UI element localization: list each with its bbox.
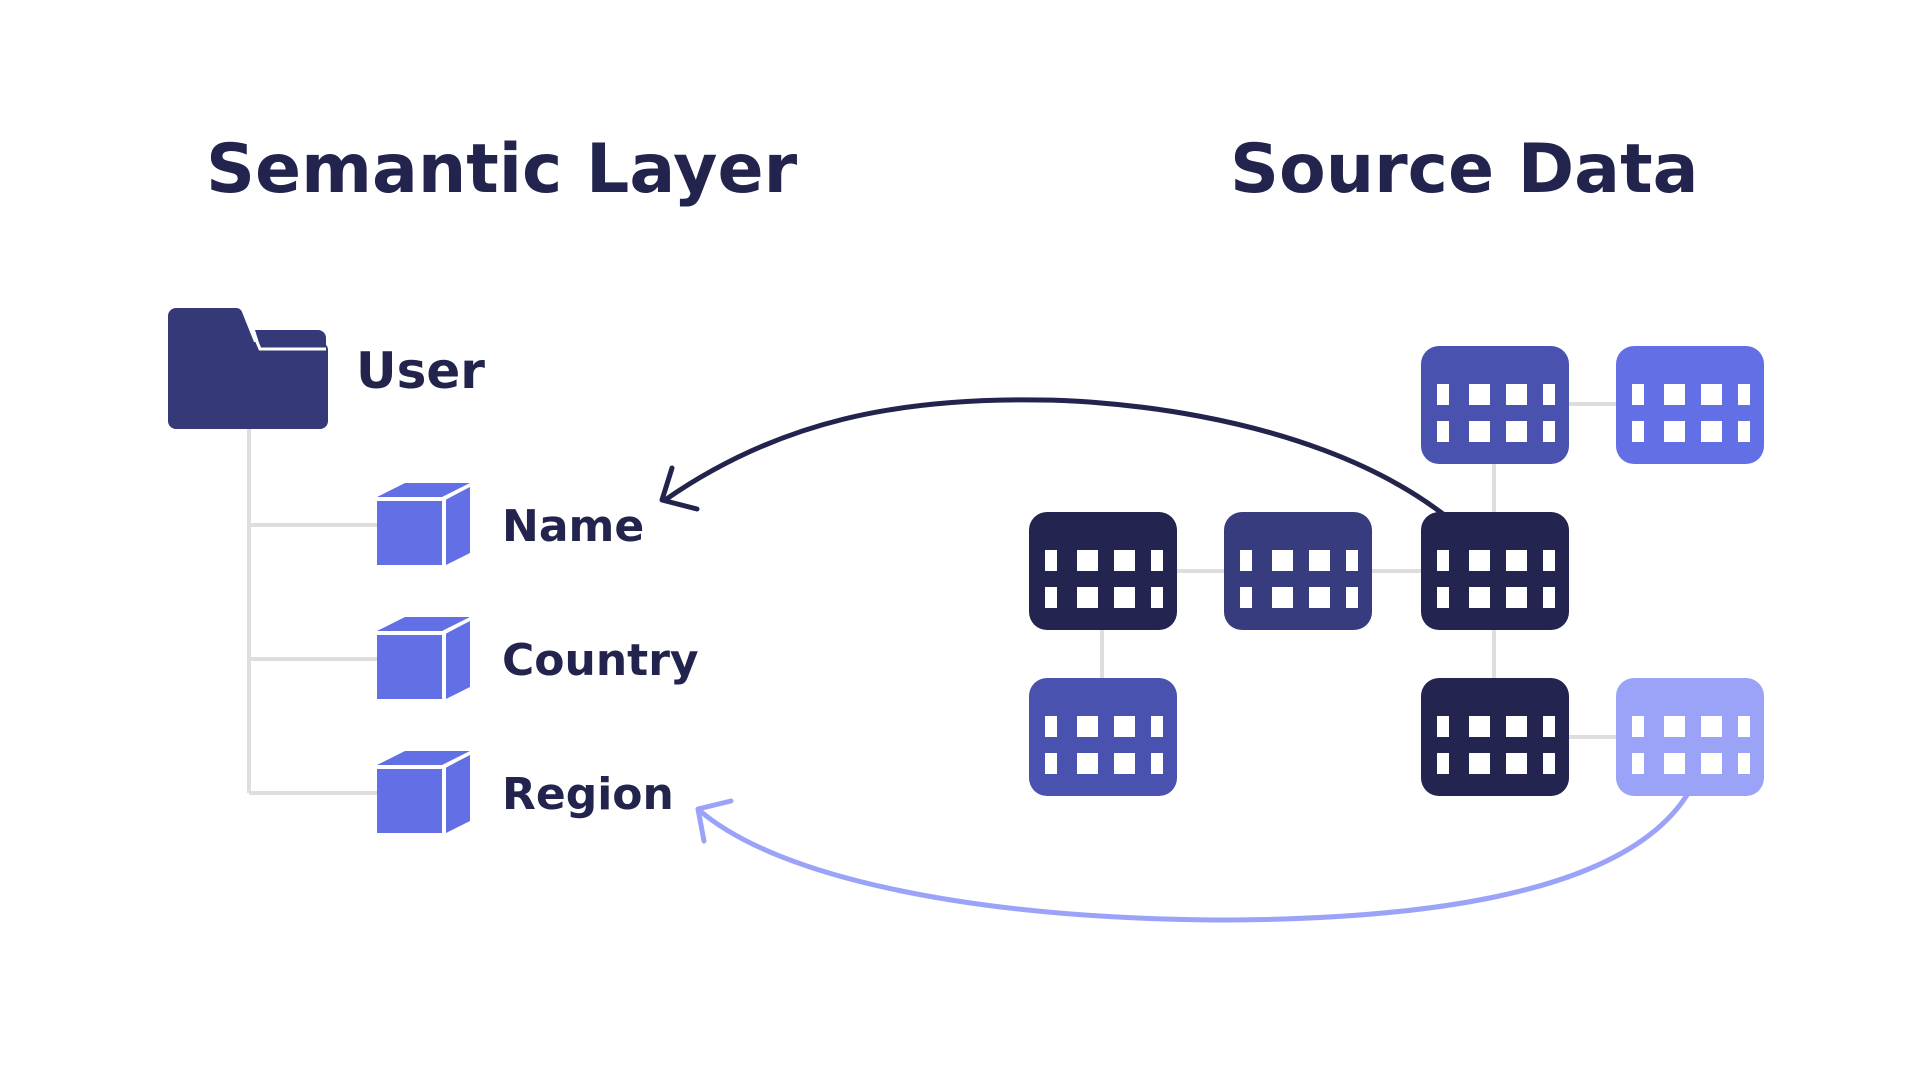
table-cell: [1437, 716, 1449, 737]
field-label-name: Name: [502, 501, 644, 552]
table-cell: [1701, 716, 1722, 737]
source-tables: [1029, 346, 1764, 796]
table-cell: [1437, 753, 1449, 774]
field-region: Region: [377, 751, 674, 835]
table-cell: [1346, 587, 1358, 608]
table-icon: [1029, 678, 1177, 796]
field-country: Country: [377, 617, 699, 701]
table-cell: [1437, 587, 1449, 608]
table-cell: [1077, 587, 1098, 608]
table-cell: [1309, 587, 1330, 608]
table-cell: [1469, 550, 1490, 571]
table-cell: [1114, 587, 1135, 608]
table-cell: [1437, 384, 1449, 405]
table-cell: [1151, 587, 1163, 608]
folder-label: User: [356, 342, 485, 400]
table-cell: [1469, 421, 1490, 442]
table-cell: [1151, 550, 1163, 571]
table-cell: [1437, 550, 1449, 571]
table-cell: [1114, 753, 1135, 774]
table-cell: [1543, 716, 1555, 737]
table-cell: [1272, 550, 1293, 571]
table-cell: [1077, 716, 1098, 737]
table-cell: [1240, 587, 1252, 608]
table-cell: [1701, 753, 1722, 774]
table-cell: [1506, 550, 1527, 571]
table-icon: [1224, 512, 1372, 630]
cube-icon: [377, 617, 471, 701]
arrow-to-name: [659, 397, 1446, 517]
table-cell: [1151, 716, 1163, 737]
table-cell: [1738, 716, 1750, 737]
table-cell: [1632, 716, 1644, 737]
arrow-to-region: [695, 792, 1690, 923]
table-icon: [1421, 512, 1569, 630]
table-icon: [1421, 678, 1569, 796]
table-icon: [1616, 346, 1764, 464]
table-cell: [1506, 421, 1527, 442]
table-cell: [1114, 550, 1135, 571]
table-cell: [1543, 550, 1555, 571]
tree-lines: [247, 420, 380, 795]
table-cell: [1469, 753, 1490, 774]
table-cell: [1077, 753, 1098, 774]
table-cell: [1701, 384, 1722, 405]
table-cell: [1437, 421, 1449, 442]
table-cell: [1664, 753, 1685, 774]
table-cell: [1543, 753, 1555, 774]
table-cell: [1346, 550, 1358, 571]
table-cell: [1151, 753, 1163, 774]
field-label-region: Region: [502, 769, 674, 820]
table-cell: [1045, 587, 1057, 608]
table-cell: [1272, 587, 1293, 608]
table-cell: [1240, 550, 1252, 571]
table-cell: [1632, 421, 1644, 442]
table-connectors: [1100, 402, 1616, 739]
semantic-layer-heading: Semantic Layer: [206, 130, 798, 209]
cube-icon: [377, 483, 471, 567]
table-cell: [1506, 753, 1527, 774]
table-cell: [1469, 587, 1490, 608]
source-data-heading: Source Data: [1230, 130, 1698, 209]
table-cell: [1469, 716, 1490, 737]
table-cell: [1543, 587, 1555, 608]
table-icon: [1616, 678, 1764, 796]
table-cell: [1114, 716, 1135, 737]
table-cell: [1664, 421, 1685, 442]
table-cell: [1632, 753, 1644, 774]
table-cell: [1738, 753, 1750, 774]
table-cell: [1738, 384, 1750, 405]
table-cell: [1632, 384, 1644, 405]
table-cell: [1543, 384, 1555, 405]
table-cell: [1469, 384, 1490, 405]
table-cell: [1664, 716, 1685, 737]
table-cell: [1543, 421, 1555, 442]
table-cell: [1045, 753, 1057, 774]
table-cell: [1045, 716, 1057, 737]
table-cell: [1738, 421, 1750, 442]
table-cell: [1309, 550, 1330, 571]
table-cell: [1701, 421, 1722, 442]
table-cell: [1506, 384, 1527, 405]
table-cell: [1506, 587, 1527, 608]
table-icon: [1029, 512, 1177, 630]
cube-icon: [377, 751, 471, 835]
table-icon: [1421, 346, 1569, 464]
folder-icon: [168, 307, 328, 429]
table-cell: [1077, 550, 1098, 571]
table-cell: [1045, 550, 1057, 571]
field-name: Name: [377, 483, 644, 567]
table-cell: [1506, 716, 1527, 737]
table-cell: [1664, 384, 1685, 405]
field-label-country: Country: [502, 635, 699, 686]
